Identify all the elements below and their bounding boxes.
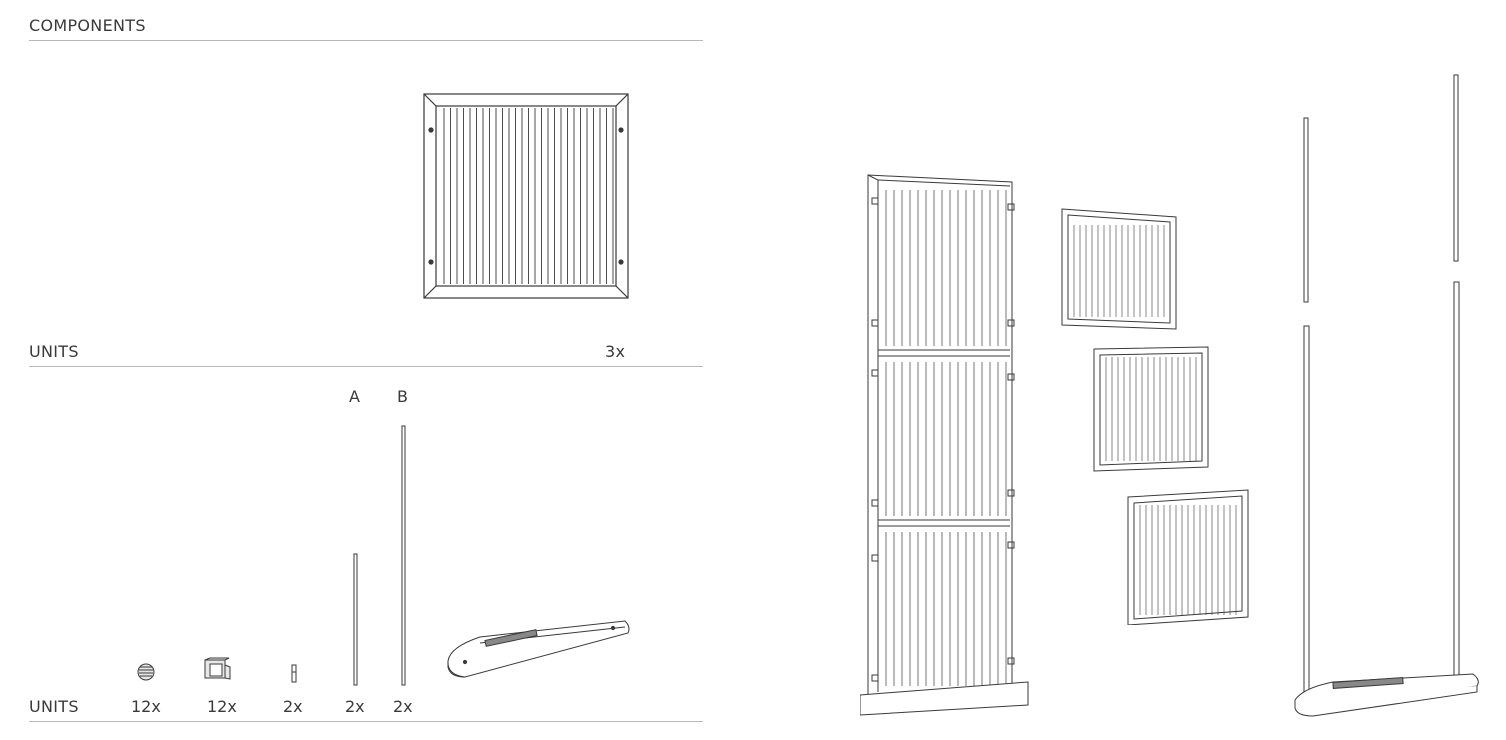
bracket-clip-icon bbox=[204, 657, 231, 680]
pin-quantity: 2x bbox=[283, 697, 303, 716]
title-divider bbox=[29, 40, 703, 41]
screw-icon bbox=[137, 663, 155, 681]
pole-a-label: A bbox=[349, 387, 361, 406]
base-foot-icon bbox=[447, 620, 630, 678]
assembled-screen-icon bbox=[860, 174, 1029, 716]
pin-icon bbox=[291, 664, 297, 683]
pole-b-icon bbox=[401, 425, 406, 686]
parts-divider bbox=[29, 721, 703, 722]
pole-a-quantity: 2x bbox=[345, 697, 365, 716]
panels-quantity: 3x bbox=[605, 342, 626, 361]
pole-b-quantity: 2x bbox=[393, 697, 413, 716]
section-title: COMPONENTS bbox=[29, 16, 146, 35]
screw-quantity: 12x bbox=[131, 697, 161, 716]
panel-icon bbox=[423, 93, 629, 299]
exploded-panels-icon bbox=[1061, 208, 1249, 625]
bracket-quantity: 12x bbox=[207, 697, 237, 716]
poles-and-base-icon bbox=[1294, 74, 1479, 717]
pole-a-icon bbox=[353, 553, 358, 686]
panels-units-label: UNITS bbox=[29, 342, 79, 361]
pole-b-label: B bbox=[397, 387, 409, 406]
panels-divider bbox=[29, 366, 703, 367]
parts-units-label: UNITS bbox=[29, 697, 79, 716]
